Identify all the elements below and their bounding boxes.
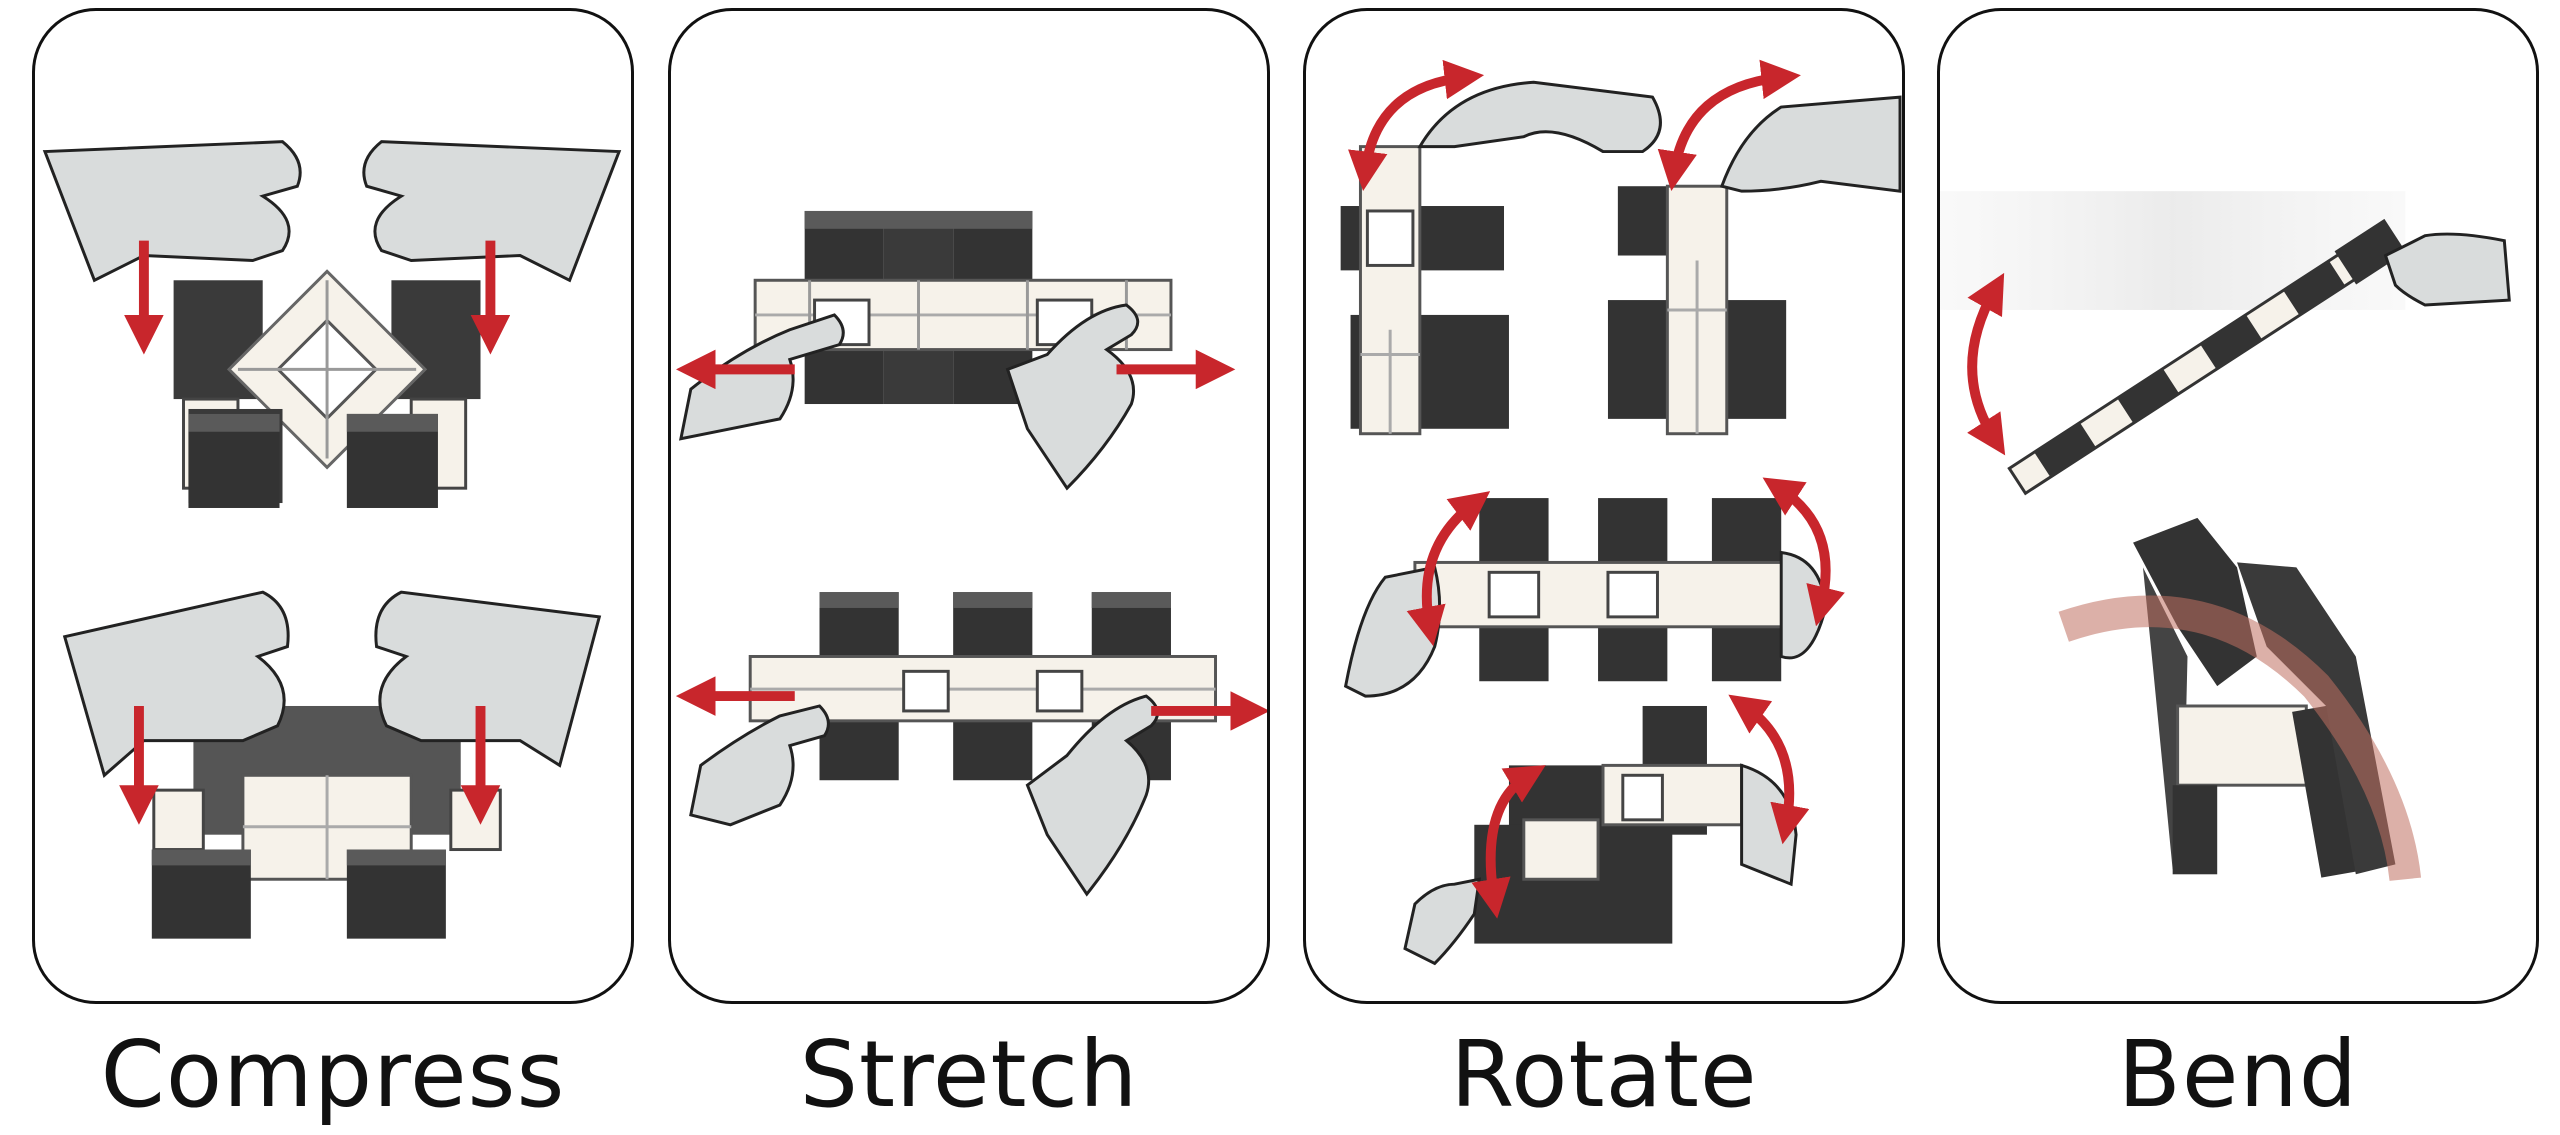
compress-illustration xyxy=(42,140,622,939)
compress-panel xyxy=(32,8,634,1004)
compress-bottom-figure xyxy=(62,590,602,939)
stretch-illustration xyxy=(675,210,1267,897)
rotate-illustration xyxy=(1340,59,1902,966)
stretch-top-figure xyxy=(675,210,1236,491)
bend-panel xyxy=(1937,8,2539,1004)
rotate-top-right-figure xyxy=(1607,59,1902,436)
stretch-panel xyxy=(668,8,1270,1004)
compress-top-figure xyxy=(42,140,622,508)
bend-top-figure xyxy=(1940,191,2511,496)
stretch-bottom-figure xyxy=(675,592,1267,897)
bend-illustration xyxy=(1940,191,2511,882)
rotate-middle-figure xyxy=(1343,477,1845,698)
bend-bottom-figure xyxy=(2058,517,2422,882)
rotate-bottom-figure xyxy=(1403,694,1810,966)
caption-compress: Compress xyxy=(100,1021,566,1128)
caption-bend: Bend xyxy=(2117,1021,2359,1128)
caption-rotate: Rotate xyxy=(1450,1021,1758,1128)
rotate-panel xyxy=(1303,8,1905,1004)
caption-stretch: Stretch xyxy=(799,1021,1139,1128)
